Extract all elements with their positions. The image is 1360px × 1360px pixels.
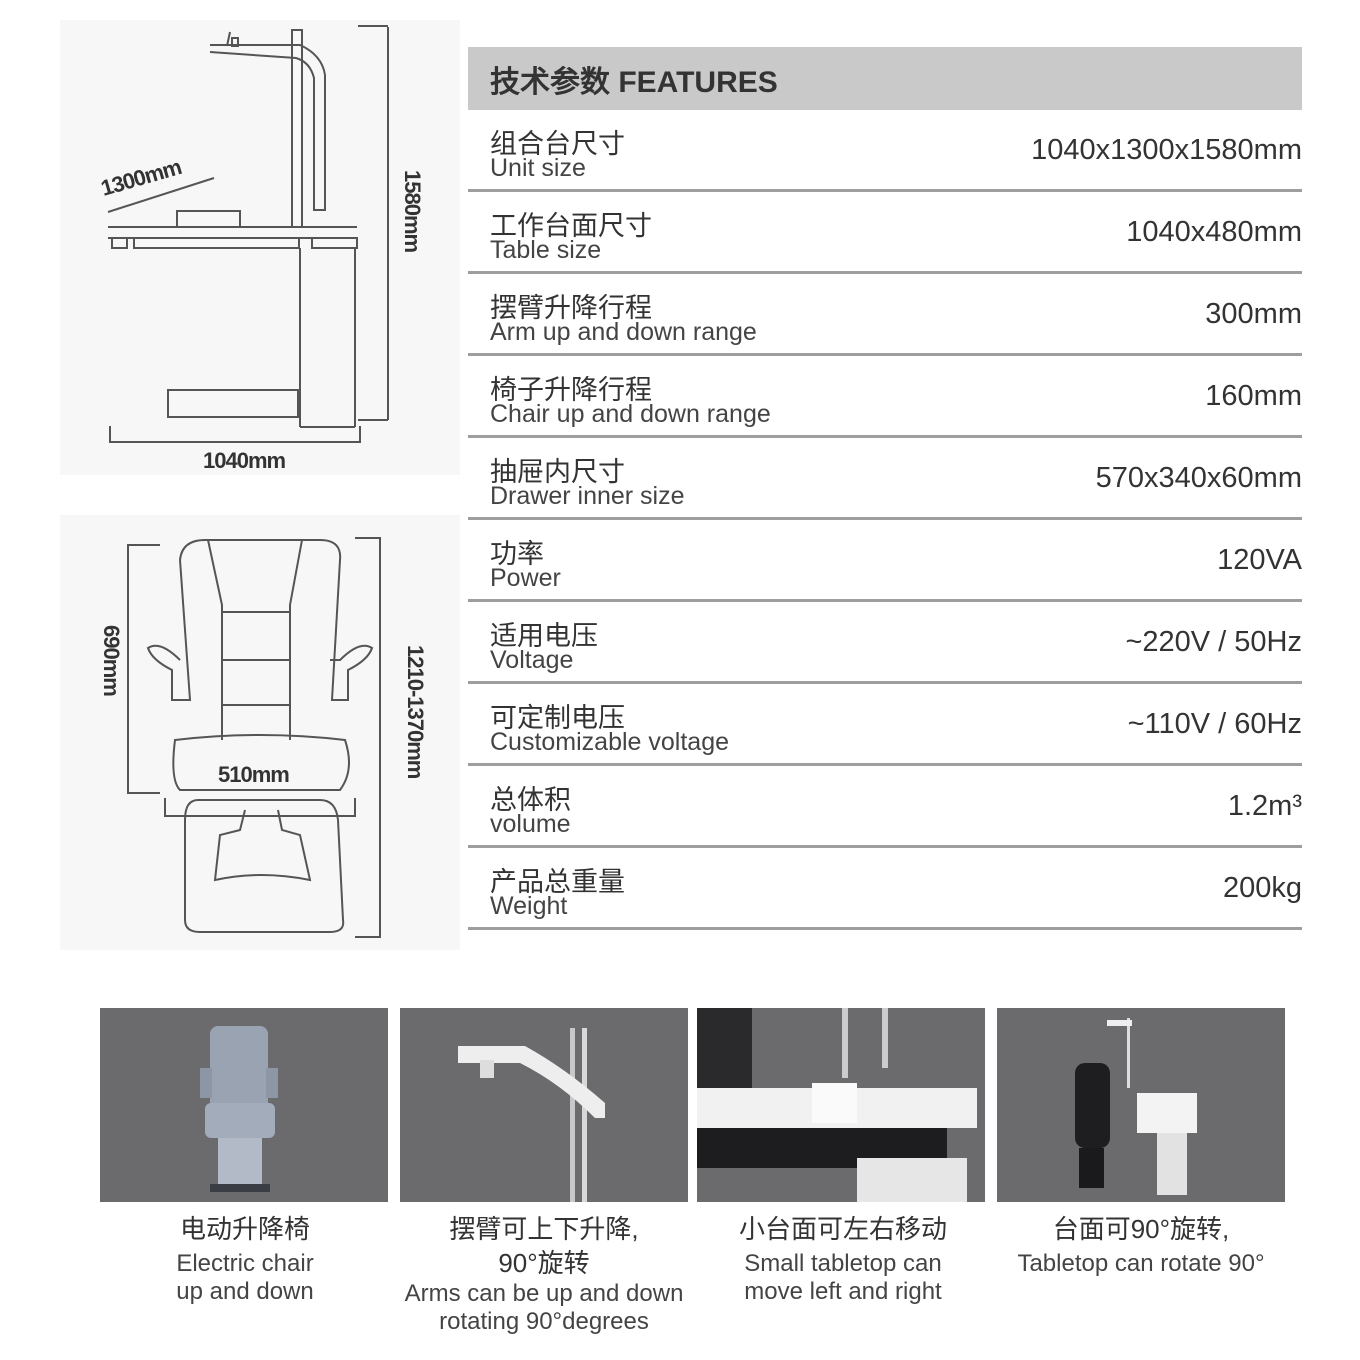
spec-label-en: Drawer inner size <box>490 482 685 510</box>
spec-value: 120VA <box>1217 544 1302 576</box>
technical-drawings <box>107 25 389 938</box>
spec-value: 300mm <box>1205 298 1302 330</box>
spec-value: ~220V / 50Hz <box>1125 626 1302 658</box>
chair-seat-height-label: 690mm <box>99 625 124 696</box>
unit-width-label: 1040mm <box>203 448 286 473</box>
caption-en: move left and right <box>744 1278 942 1305</box>
chair-height-range-label: 1210-1370mm <box>403 645 428 779</box>
spec-value: 1040x480mm <box>1126 216 1302 248</box>
spec-label-en: Table size <box>490 236 602 264</box>
caption-cn: 90°旋转 <box>498 1248 590 1278</box>
photo-sliding-tabletop <box>697 1008 985 1202</box>
caption-en: up and down <box>176 1278 314 1305</box>
photo-electric-chair <box>100 1008 388 1202</box>
spec-label-en: Unit size <box>490 154 586 182</box>
spec-label-cn: 工作台面尺寸 <box>490 211 652 241</box>
spec-value: 160mm <box>1205 380 1302 412</box>
caption-en: Tabletop can rotate 90° <box>1017 1250 1265 1277</box>
feature-caption-rotating: 台面可90°旋转, Tabletop can rotate 90° <box>971 1212 1311 1278</box>
spec-label-en: volume <box>490 810 571 838</box>
spec-label-en: Voltage <box>490 646 574 674</box>
spec-label-cn: 椅子升降行程 <box>490 375 652 405</box>
spec-label-en: Weight <box>490 892 568 920</box>
spec-value: 1040x1300x1580mm <box>1031 134 1302 166</box>
spec-table-title: 技术参数 FEATURES <box>468 47 1302 110</box>
feature-caption-chair: 电动升降椅 Electric chair up and down <box>75 1212 415 1306</box>
spec-label-en: Chair up and down range <box>490 400 771 428</box>
spec-label-en: Power <box>490 564 561 592</box>
spec-value: 570x340x60mm <box>1095 462 1302 494</box>
photo-swing-arm <box>400 1008 688 1202</box>
spec-label-cn: 抽屉内尺寸 <box>490 457 625 487</box>
caption-en: Arms can be up and down <box>404 1280 684 1307</box>
caption-en: Small tabletop can <box>744 1250 942 1277</box>
caption-cn: 摆臂可上下升降, <box>449 1214 639 1244</box>
spec-label-en: Customizable voltage <box>490 728 730 756</box>
spec-label-cn: 组合台尺寸 <box>490 129 625 159</box>
spec-value: 1.2m³ <box>1227 790 1302 822</box>
spec-value: ~110V / 60Hz <box>1127 708 1302 740</box>
spec-label-cn: 总体积 <box>490 785 571 815</box>
caption-cn: 小台面可左右移动 <box>738 1214 947 1244</box>
spec-label-cn: 适用电压 <box>490 621 598 651</box>
unit-height-label: 1580mm <box>400 170 425 253</box>
spec-label-cn: 产品总重量 <box>490 867 625 897</box>
chair-top-view-drawing <box>127 537 381 938</box>
spec-label-cn: 摆臂升降行程 <box>490 293 652 323</box>
spec-value: 200kg <box>1222 872 1302 904</box>
feature-caption-arm: 摆臂可上下升降, 90°旋转 Arms can be up and down r… <box>374 1212 714 1336</box>
spec-label-cn: 功率 <box>490 539 544 569</box>
caption-cn: 台面可90°旋转, <box>1052 1214 1230 1244</box>
chair-width-label: 510mm <box>218 762 290 787</box>
spec-label-cn: 可定制电压 <box>490 703 625 733</box>
photo-rotating-tabletop <box>997 1008 1285 1202</box>
caption-cn: 电动升降椅 <box>179 1214 310 1244</box>
feature-caption-sliding: 小台面可左右移动 Small tabletop can move left an… <box>673 1212 1013 1306</box>
spec-label-en: Arm up and down range <box>490 318 757 346</box>
unit-side-view-drawing <box>107 25 389 443</box>
caption-en: rotating 90°degrees <box>439 1308 649 1335</box>
chair-drawing-bg <box>60 515 460 950</box>
caption-en: Electric chair <box>176 1250 314 1277</box>
